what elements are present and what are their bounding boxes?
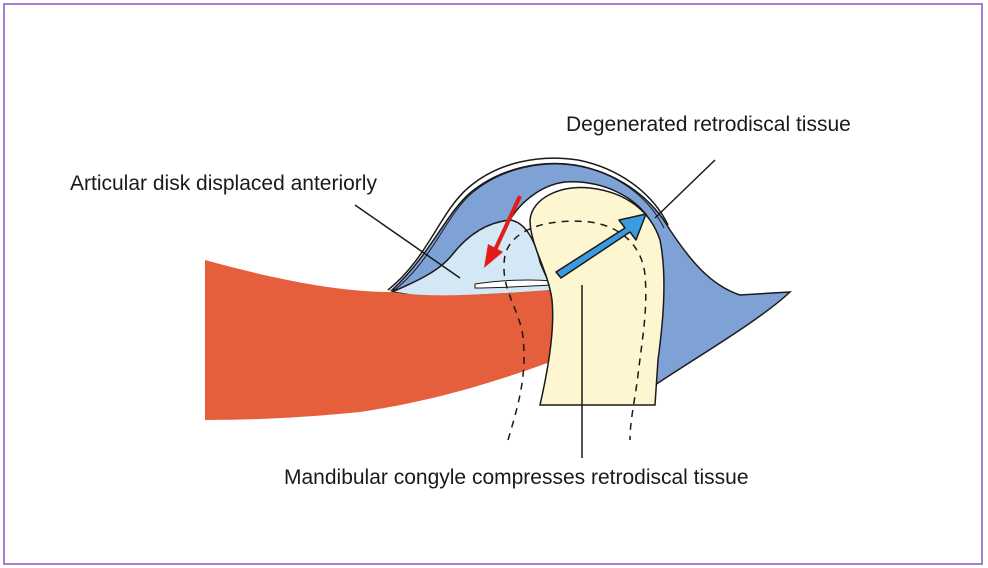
label-mandibular-condyle: Mandibular congyle compresses retrodisca… [284, 466, 749, 489]
leader-degenerated [655, 160, 715, 218]
label-degenerated-retrodiscal-tissue: Degenerated retrodiscal tissue [566, 113, 851, 136]
label-articular-disk: Articular disk displaced anteriorly [70, 172, 377, 195]
